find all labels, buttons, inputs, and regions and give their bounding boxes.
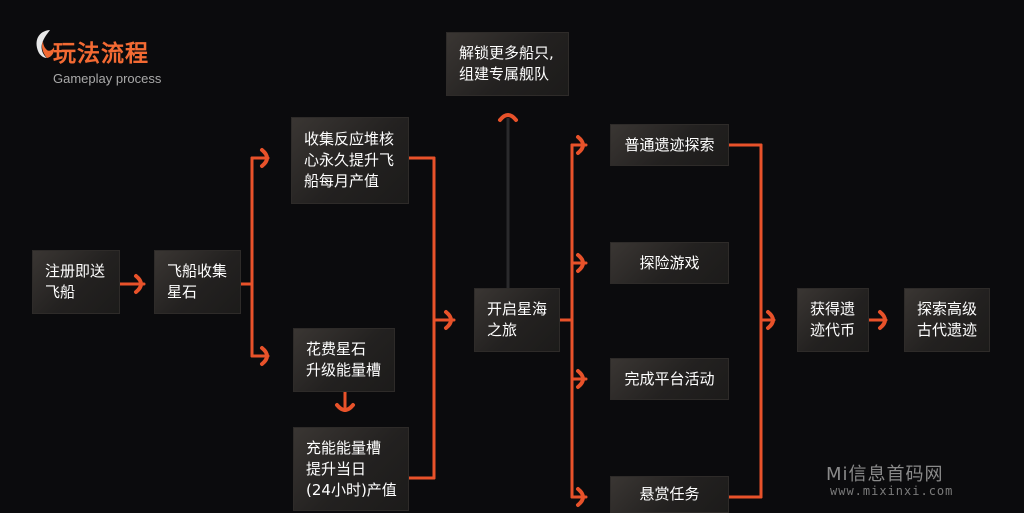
node-reactor-line2: 心永久提升飞	[304, 151, 395, 169]
node-unlock-line2: 组建专属舰队	[459, 65, 550, 83]
node-spend-line1: 花费星石	[306, 340, 367, 358]
node-charge: 充能能量槽提升当日 (24小时)产值	[293, 427, 409, 511]
page-subtitle: Gameplay process	[53, 71, 162, 86]
node-charge-line3: (24小时)产值	[306, 480, 397, 499]
node-adventure-line1: 探险游戏	[639, 253, 700, 272]
node-activity: 完成平台活动	[610, 358, 729, 400]
node-unlock-line1: 解锁更多船只,	[459, 44, 554, 62]
logo-icon	[36, 30, 55, 58]
node-advanced-line1: 探索高级	[917, 300, 978, 318]
node-reactor: 收集反应堆核心永久提升飞船每月产值	[291, 117, 409, 204]
node-voyage: 开启星海之旅	[474, 288, 560, 352]
node-collect-line2: 星石	[167, 283, 198, 301]
node-advanced: 探索高级古代遗迹	[904, 288, 990, 352]
node-coins: 获得遗迹代币	[797, 288, 869, 352]
node-bounty-line1: 悬赏任务	[639, 485, 700, 503]
watermark-title: Mi信息首码网	[826, 464, 944, 485]
node-explore-line1: 普通遗迹探索	[624, 135, 715, 154]
node-reactor-line1: 收集反应堆核	[304, 130, 395, 148]
node-voyage-line1: 开启星海	[487, 300, 548, 318]
node-advanced-line2: 古代遗迹	[917, 321, 978, 339]
node-collect-line1: 飞船收集	[167, 262, 228, 280]
node-charge-line1: 充能能量槽	[306, 438, 382, 457]
node-register: 注册即送飞船	[32, 250, 120, 314]
node-coins-line2: 迹代币	[810, 321, 856, 339]
node-spend-line2: 升级能量槽	[306, 361, 382, 379]
node-collect: 飞船收集星石	[154, 250, 241, 314]
node-charge-line2: 提升当日	[306, 459, 367, 478]
node-spend: 花费星石升级能量槽	[293, 328, 395, 392]
node-activity-line1: 完成平台活动	[624, 369, 715, 388]
page-title: 玩法流程	[53, 41, 149, 67]
node-adventure: 探险游戏	[610, 242, 729, 284]
node-bounty: 悬赏任务	[610, 476, 729, 513]
node-reactor-line3: 船每月产值	[304, 172, 380, 190]
node-explore: 普通遗迹探索	[610, 124, 729, 166]
node-coins-line1: 获得遗	[810, 300, 856, 318]
watermark-url: www.mixinxi.com	[830, 484, 954, 498]
node-unlock: 解锁更多船只, 组建专属舰队	[446, 32, 569, 96]
node-voyage-line2: 之旅	[487, 321, 518, 339]
node-register-line1: 注册即送	[45, 262, 106, 280]
node-register-line2: 飞船	[45, 283, 76, 301]
